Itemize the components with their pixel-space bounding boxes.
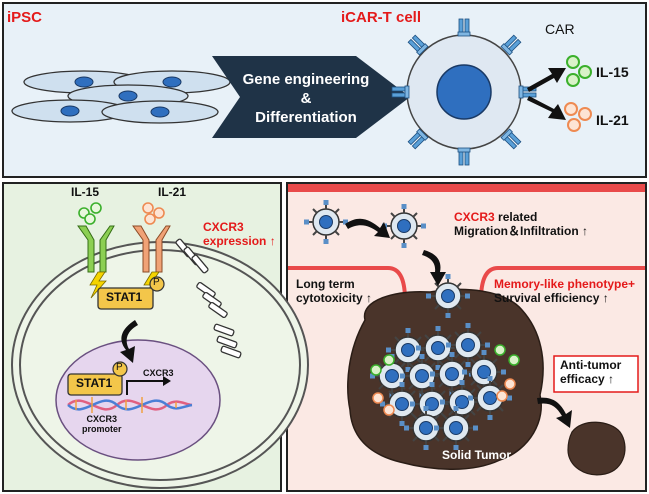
- long-term-line2: cytotoxicity ↑: [296, 290, 373, 305]
- car-label: CAR: [545, 21, 575, 37]
- il15-dots: [566, 55, 592, 87]
- solid-tumor-label: Solid Tumor: [442, 448, 512, 462]
- arrow-line2: &: [300, 89, 312, 107]
- il15-label-left: IL-15: [71, 185, 100, 199]
- ipsc-cluster: [11, 70, 231, 124]
- long-term-line1: Long term: [296, 277, 355, 291]
- cxcr3-gene-label: CXCR3: [143, 368, 174, 378]
- stat1-inner-box: [67, 373, 123, 396]
- stat1-box: [97, 287, 154, 310]
- memory-like-phenotype: Memory-like phenotype+: [494, 277, 636, 291]
- il21-dots-tumor: [372, 378, 516, 416]
- il15-dots-tumor: [370, 344, 520, 376]
- memory-survival-label: Memory-like phenotype+ Survival efficien…: [494, 277, 636, 306]
- cxcr3-related-word: CXCR3: [454, 210, 495, 224]
- anti-tumor-efficacy-label: Anti-tumor efficacy ↑: [560, 358, 622, 387]
- migration-infiltration: Migration＆Infiltration ↑: [454, 223, 588, 238]
- translocation-arrow: [120, 320, 138, 363]
- stat1-inner-label: STAT1: [76, 376, 113, 390]
- long-term-cytotoxicity-label: Long term cytotoxicity ↑: [296, 277, 373, 306]
- cxcr3-expression-label: CXCR3 expression ↑: [203, 220, 276, 249]
- survival-efficiency: Survival efficiency ↑: [494, 290, 609, 305]
- promoter-line1: CXCR3: [86, 414, 118, 424]
- flow-arrows: [345, 218, 572, 428]
- stat1-label: STAT1: [106, 290, 143, 304]
- il15-receptor: [77, 202, 115, 273]
- ipsc-label: iPSC: [7, 9, 43, 26]
- migration-label: CXCR3 related Migration＆Infiltration ↑: [454, 210, 588, 239]
- nucleus: [55, 339, 221, 461]
- phosphate-badge: [149, 276, 165, 292]
- cytokine-arrows: [527, 68, 566, 120]
- anti-tumor-line1: Anti-tumor: [560, 358, 622, 372]
- arrow-line1: Gene engineering: [242, 71, 370, 88]
- dna-helix: [67, 397, 193, 413]
- vessel-wall-top: [288, 184, 645, 192]
- related-word: related: [494, 210, 538, 224]
- icar-t-cell: [391, 18, 537, 166]
- phosphate-label: P: [153, 277, 160, 288]
- gene-engineering-text: Gene engineering & Differentiation: [236, 71, 376, 127]
- icar-t-label: iCAR-T cell: [341, 9, 422, 26]
- il21-receptor: [132, 202, 171, 273]
- il21-label-top: IL-21: [596, 112, 629, 128]
- il15-label-top: IL-15: [596, 64, 629, 80]
- phosphate-badge-inner: [112, 361, 128, 377]
- gene-engineering-arrow: [212, 56, 410, 138]
- cxcr3-expression-line2: expression ↑: [203, 233, 276, 248]
- promoter-line2: promoter: [82, 424, 122, 435]
- transcription-arrow: [126, 380, 163, 395]
- arrow-line3: Differentiation: [255, 108, 357, 126]
- il21-dots: [564, 102, 592, 132]
- transcription-arrowhead: [163, 376, 171, 386]
- small-tumor: [567, 421, 626, 476]
- anti-tumor-line2: efficacy ↑: [560, 371, 615, 386]
- il21-label-left: IL-21: [158, 185, 187, 199]
- phosphate-inner-label: P: [116, 362, 123, 373]
- anti-tumor-box: [553, 355, 639, 393]
- cxcr3-expression-line1: CXCR3: [203, 220, 244, 234]
- cxcr3-promoter-label: CXCR3 promoter: [82, 414, 122, 435]
